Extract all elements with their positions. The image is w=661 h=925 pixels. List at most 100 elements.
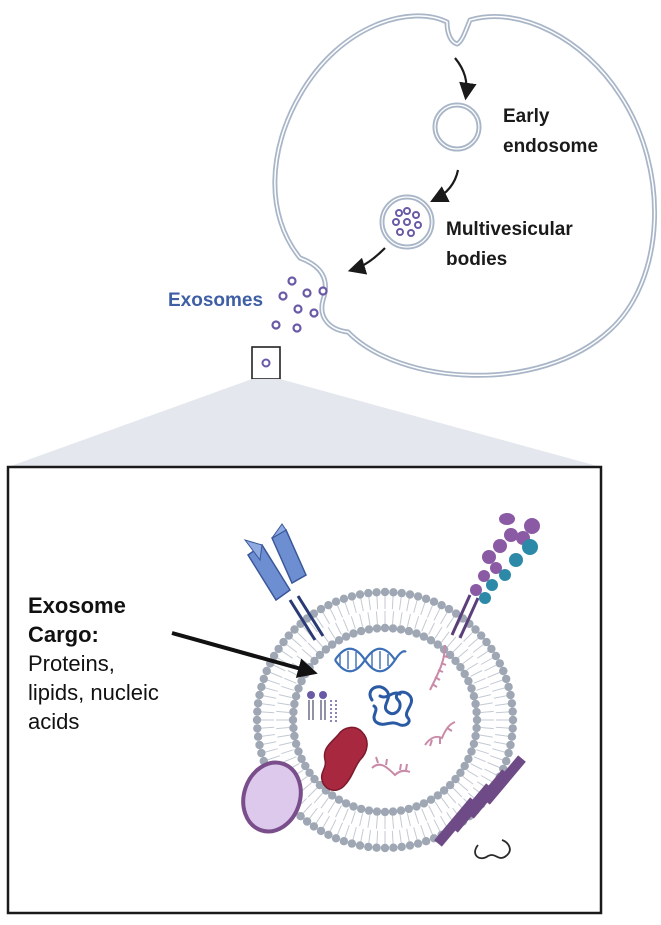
lipid-tail	[463, 631, 474, 642]
lipid-tail	[472, 644, 484, 653]
lipid-head	[347, 839, 357, 848]
lipid-head	[495, 659, 504, 668]
lipid-head	[502, 674, 511, 684]
lipid-tail	[335, 622, 342, 635]
lipid-head	[262, 666, 271, 676]
lipid-head	[294, 684, 303, 693]
lipid-head	[445, 780, 455, 790]
lipid-tail	[427, 605, 433, 618]
multivesicular-body	[379, 194, 435, 250]
cell	[272, 13, 658, 378]
lipid-tail	[350, 616, 356, 629]
lipid-tail	[307, 642, 318, 653]
lipid-head	[315, 780, 325, 790]
transmembrane-channel	[434, 755, 526, 860]
lipid-vesicle	[241, 760, 303, 834]
lipid-tail	[291, 637, 302, 648]
lipid-tail	[322, 815, 330, 828]
lipid-head	[419, 799, 429, 808]
lipid-tail	[487, 672, 500, 678]
lipid-tail	[413, 827, 418, 840]
lipid-head	[290, 699, 299, 709]
lipid-tail	[495, 703, 508, 706]
lipid-head	[413, 839, 423, 848]
lipid-head	[456, 768, 465, 777]
lipid-tail	[462, 655, 474, 665]
lipid-head	[405, 590, 415, 599]
lipid-head	[310, 774, 319, 784]
lipid-head	[334, 795, 344, 804]
lipid-tail	[375, 815, 378, 829]
lipid-head	[253, 707, 262, 716]
lipid-tail	[433, 819, 441, 832]
dna-helix	[334, 647, 407, 673]
lipid-head	[289, 707, 298, 717]
lipid-head	[491, 651, 501, 661]
lipid-tail	[267, 755, 281, 761]
lipid-head	[257, 748, 266, 758]
lipid-head	[451, 774, 460, 784]
lipid-tail	[368, 830, 371, 843]
lipid-head	[372, 843, 381, 852]
lipid-tail	[315, 616, 324, 628]
lipid-molecules	[307, 691, 337, 722]
lipid-head	[349, 802, 358, 811]
lipid-tail	[399, 830, 402, 843]
lipid-head	[372, 624, 382, 633]
lipid-head	[324, 830, 333, 839]
lipid-tail	[335, 805, 342, 818]
lipid-head	[255, 740, 264, 750]
lipid-head	[404, 626, 413, 636]
released-exosomes	[271, 276, 328, 333]
lipid-tail	[344, 602, 350, 616]
lipid-head	[316, 826, 326, 836]
lipid-head	[357, 626, 366, 636]
lipid-head	[507, 699, 517, 708]
lipid-head	[508, 715, 518, 725]
lipid-tail	[413, 600, 418, 613]
lipid-head	[364, 806, 374, 815]
lipid-tail	[337, 605, 343, 618]
lipid-head	[464, 754, 473, 764]
lipid-tail	[276, 727, 290, 730]
lipid-head	[253, 732, 263, 741]
lipid-tail	[479, 702, 493, 706]
lipid-tail	[284, 756, 297, 763]
lipid-tail	[427, 822, 433, 835]
lipid-head	[472, 723, 481, 733]
lipid-tail	[414, 811, 420, 824]
lipid-tail	[352, 827, 357, 840]
cargo-body-line-2: lipids, nucleic	[28, 680, 159, 705]
lipid-tail	[493, 695, 507, 699]
lipid-tail	[392, 815, 395, 829]
lipid-tail	[492, 748, 505, 753]
lipid-head	[397, 588, 406, 598]
lipid-head	[355, 590, 365, 599]
lipid-tail	[457, 781, 469, 792]
lipid-head	[460, 761, 469, 771]
lipid-tail	[320, 797, 330, 809]
lipid-tail	[420, 824, 426, 838]
lipid-head	[289, 723, 298, 733]
lipid-tail	[262, 734, 275, 737]
lipid-tail	[301, 648, 313, 659]
lipid-tail	[470, 763, 483, 770]
lipid-tail	[478, 741, 492, 746]
lipid-tail	[270, 672, 283, 678]
lipid-tail	[440, 815, 448, 828]
lipid-head	[252, 715, 262, 725]
lipid-tail	[452, 642, 463, 653]
lipid-tail	[261, 726, 275, 729]
lipid-tail	[307, 787, 318, 798]
lipid-tail	[376, 596, 379, 610]
lipid-head	[257, 682, 266, 692]
lipid-head	[294, 747, 303, 756]
lipid-head	[397, 842, 406, 852]
lipid-tail	[406, 828, 410, 842]
lipid-head	[482, 637, 491, 647]
lipid-head	[349, 629, 358, 638]
lipid-tail	[421, 619, 428, 632]
lipid-tail	[476, 749, 489, 755]
lipid-tail	[428, 805, 435, 818]
cargo-body-line-1: Proteins,	[28, 651, 115, 676]
